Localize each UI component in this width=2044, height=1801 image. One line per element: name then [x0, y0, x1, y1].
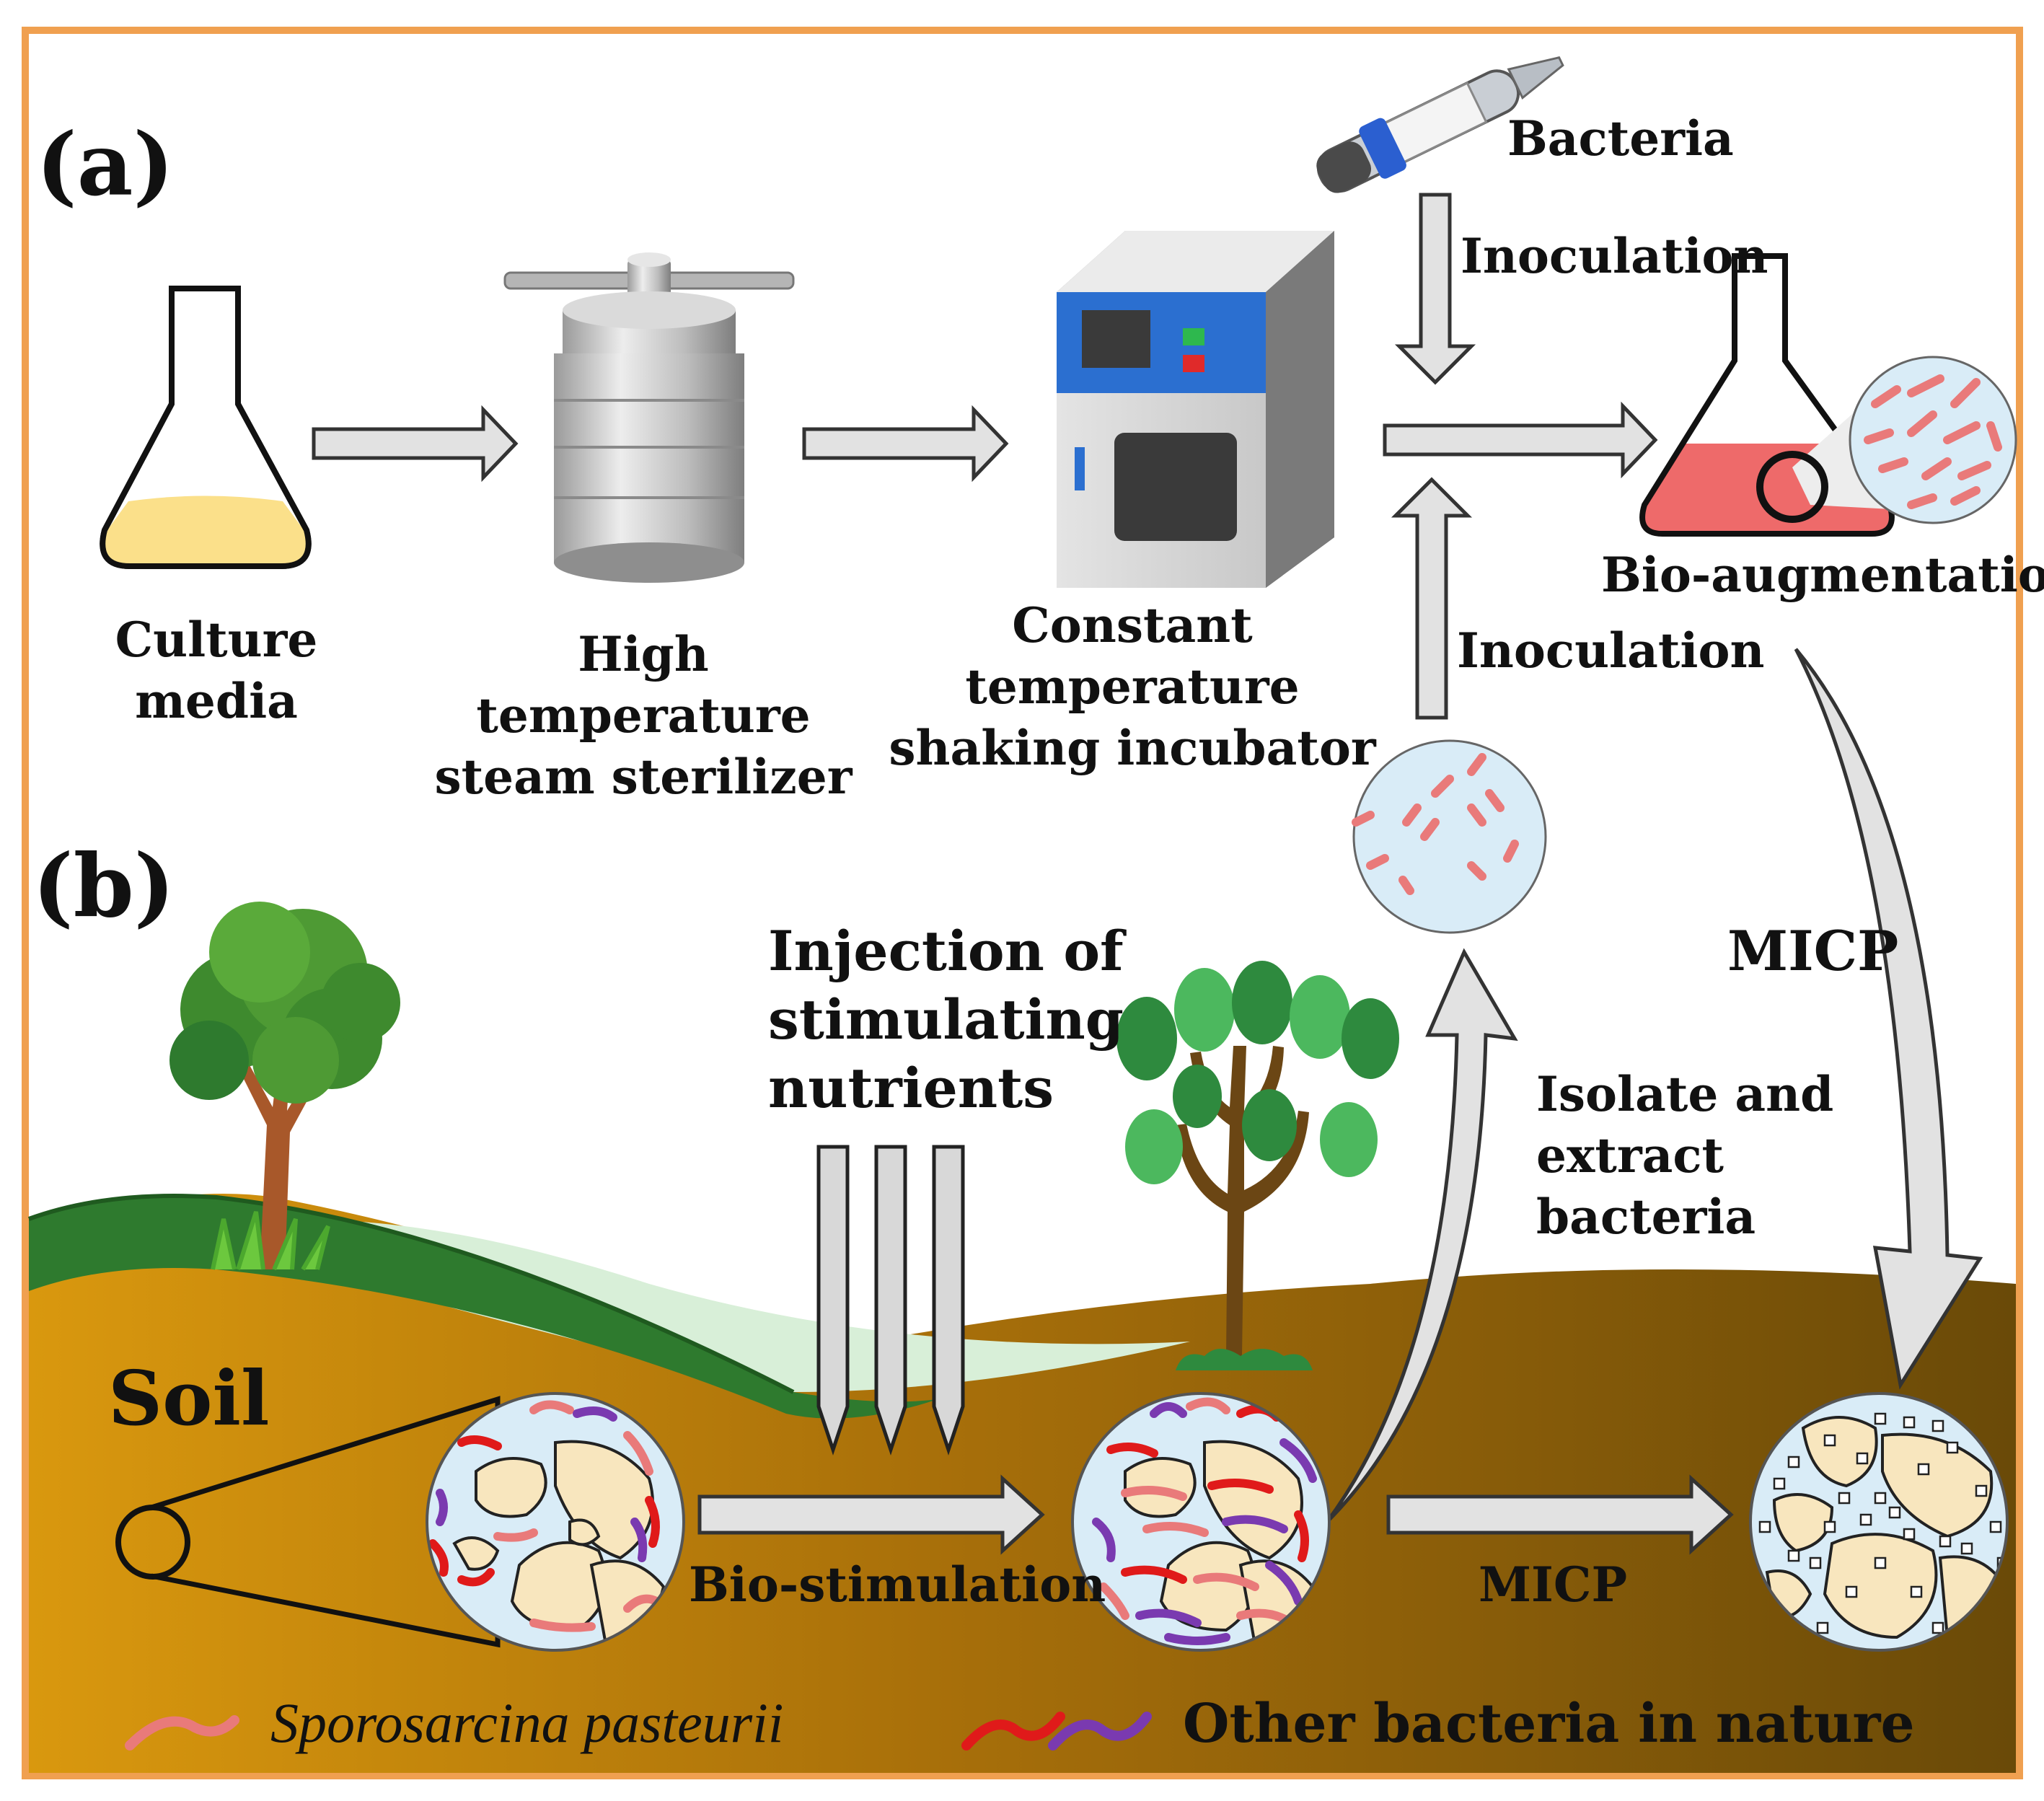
- micp-label-bottom: MICP: [1479, 1556, 1627, 1613]
- panel-label-b: (b): [32, 835, 175, 937]
- soil-microscope-1: [426, 1392, 685, 1652]
- bacteria-tube: [1316, 56, 1564, 193]
- legend-swatch-red: [961, 1712, 1065, 1751]
- incubator-label-2: temperature: [965, 659, 1299, 715]
- isolate-label-3: bacteria: [1536, 1189, 1756, 1245]
- legend-other: Other bacteria in nature: [1183, 1693, 1915, 1755]
- legend-sporosarcina: Sporosarcina pasteurii: [270, 1691, 783, 1754]
- bio-stimulation-label: Bio-stimulation: [689, 1556, 1106, 1613]
- shaking-incubator: [1057, 231, 1334, 588]
- incubator-label-3: shaking incubator: [889, 720, 1376, 776]
- sterilizer-label-3: steam sterilizer: [434, 749, 853, 805]
- culture-media-label-2: media: [135, 673, 298, 729]
- labels: (a) (b) Culture media High temperature s…: [32, 110, 2044, 1613]
- incubator-label-1: Constant: [1012, 597, 1253, 653]
- arrow-incubator-to-flask: [1383, 401, 1658, 479]
- micp-label-right: MICP: [1727, 919, 1898, 983]
- isolate-label-2: extract: [1536, 1127, 1724, 1184]
- bio-augmentation-label: Bio-augmentation: [1601, 547, 2044, 603]
- arrow-micp-curve: [1794, 648, 1983, 1390]
- legend-swatch-sporosarcina: [125, 1715, 239, 1751]
- sterilizer-label-2: temperature: [476, 687, 810, 744]
- injection-label-2: stimulating: [768, 987, 1124, 1052]
- steam-sterilizer: [503, 252, 795, 583]
- bacteria-label: Bacteria: [1507, 110, 1734, 167]
- arrow-inoculation-down: [1394, 193, 1476, 385]
- isolated-bacteria-circle: [1352, 739, 1547, 934]
- culture-media-flask: [100, 286, 312, 569]
- soil-label: Soil: [108, 1354, 270, 1443]
- legend: Sporosarcina pasteurii Other bacteria in…: [125, 1691, 1915, 1755]
- right-tree: [1116, 961, 1399, 1370]
- isolate-label-1: Isolate and: [1536, 1066, 1833, 1122]
- inoculation-label-bottom: Inoculation: [1457, 622, 1764, 679]
- culture-media-label-1: Culture: [115, 612, 318, 668]
- flow-arrows: [312, 193, 1983, 1555]
- injection-label-3: nutrients: [768, 1056, 1054, 1120]
- panel-label-a: (a): [36, 114, 174, 216]
- left-tree: [169, 902, 400, 1271]
- arrow-bio-stimulation: [697, 1474, 1045, 1555]
- arrow-inoculation-up: [1391, 477, 1473, 720]
- inoculation-label-top: Inoculation: [1461, 228, 1768, 284]
- arrow-micp-bottom: [1386, 1474, 1734, 1555]
- arrow-media-to-sterilizer: [312, 405, 519, 483]
- soil-microscope-2: [1071, 1392, 1331, 1652]
- legend-swatch-purple: [1048, 1712, 1152, 1751]
- bio-augmentation-flask: [1639, 253, 2017, 537]
- arrow-sterilizer-to-incubator: [802, 405, 1009, 483]
- injection-needles: [816, 1145, 965, 1456]
- injection-label-1: Injection of: [768, 919, 1127, 983]
- soil-microscope-3: [1749, 1392, 2009, 1652]
- sterilizer-label-1: High: [578, 626, 709, 682]
- arrow-isolate-curve: [1325, 948, 1518, 1523]
